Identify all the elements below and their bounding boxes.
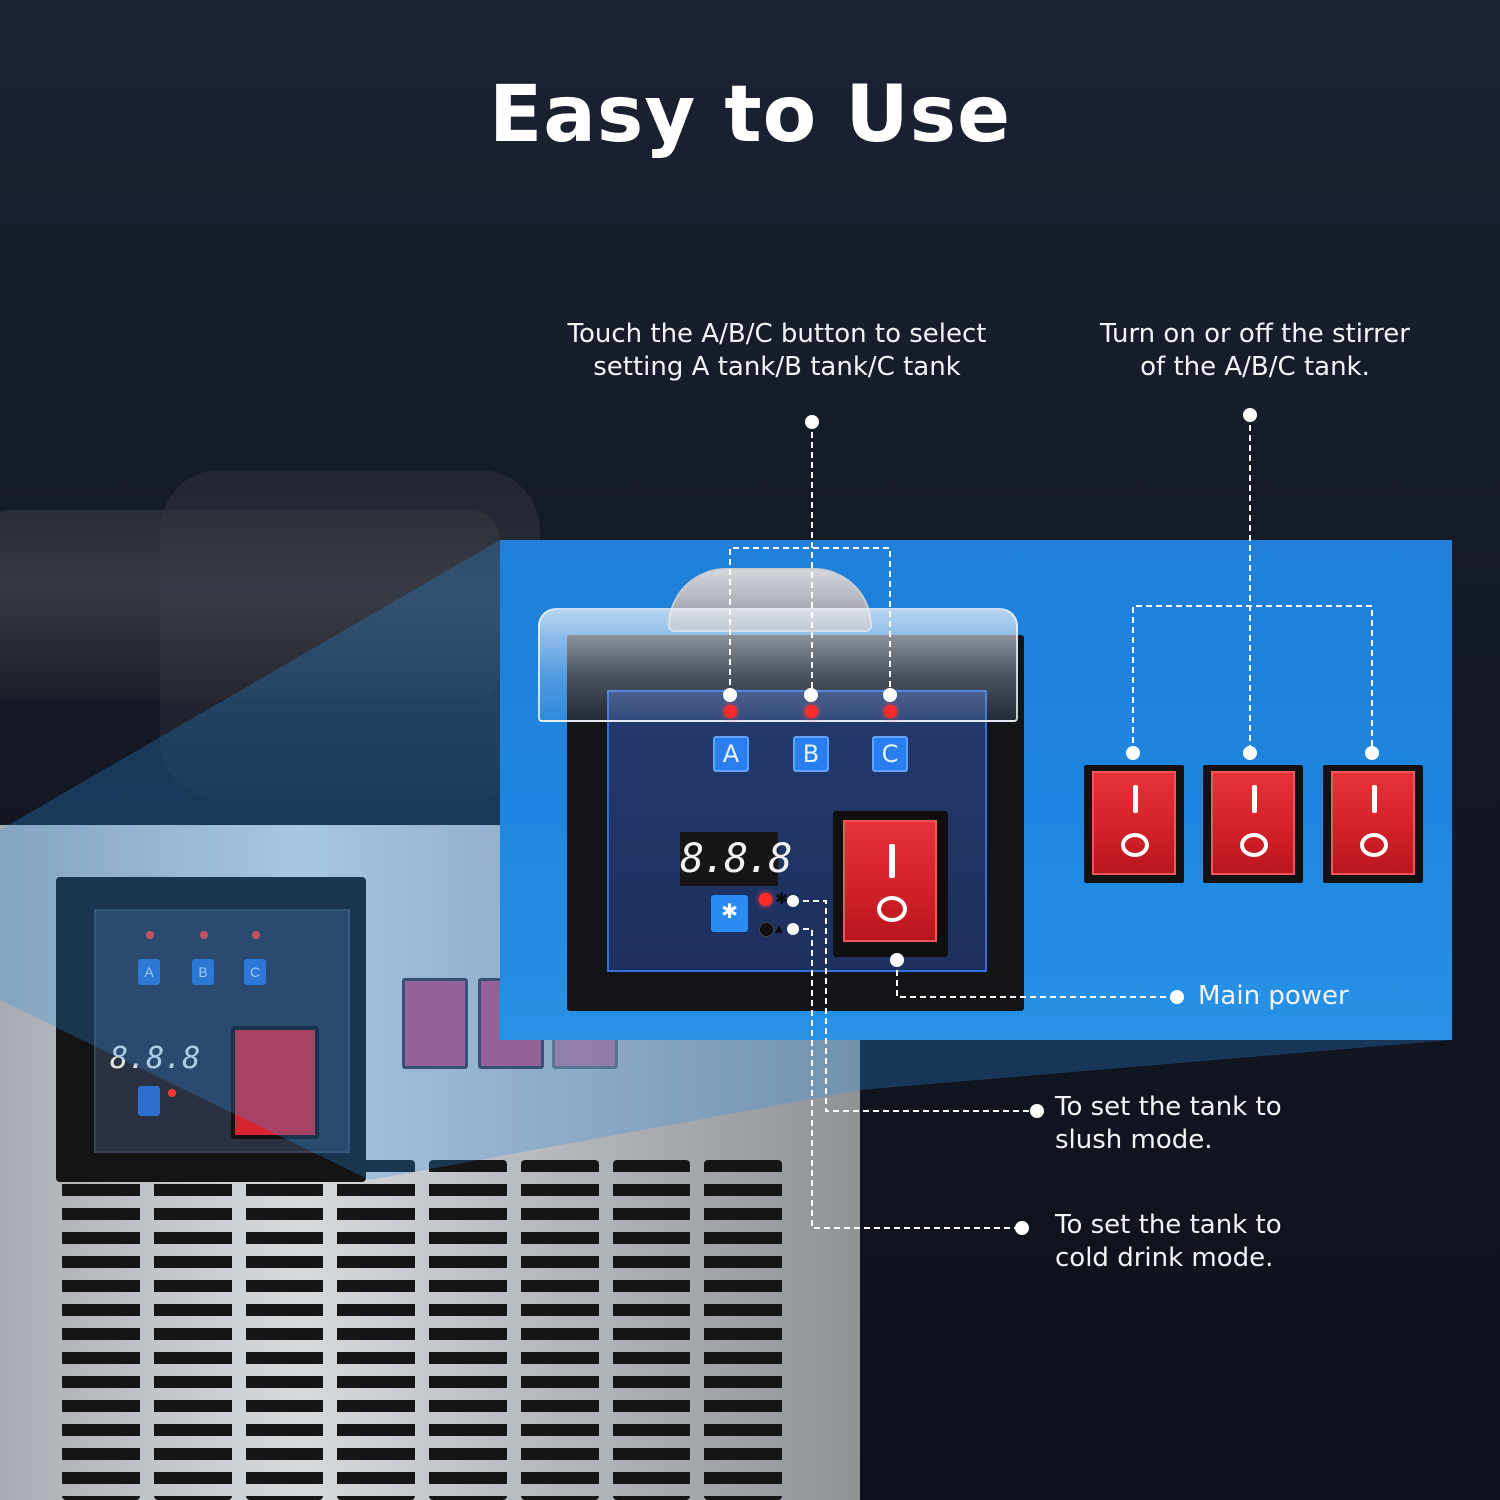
tank-tube [160,470,540,800]
stirrer-switch[interactable] [402,978,468,1069]
off-symbol [1121,833,1149,857]
tank-a-button[interactable]: A [138,959,160,985]
snowflake-icon: ✱ [775,891,789,908]
on-symbol [889,844,895,878]
callout-line: Turn on or off the stirrer [1100,319,1410,349]
main-power-switch[interactable] [231,1026,319,1139]
mode-button[interactable] [138,1086,160,1116]
off-symbol [1360,833,1388,857]
stirrer-switch-c[interactable] [1331,771,1415,875]
slush-mode-led [168,1089,176,1097]
callout-line: To set the tank to [1055,1210,1282,1240]
callout-line: of the A/B/C tank. [1140,352,1370,382]
stirrer-switch-a[interactable] [1092,771,1176,875]
page-title: Easy to Use [488,70,1012,160]
callout-tank-select: Touch the A/B/C button to select setting… [540,318,1014,384]
droplet-icon: ▴ [775,920,784,937]
off-symbol [877,896,907,922]
machine-control-panel: A B C 8.8.8 [56,877,366,1182]
indicator-led [146,931,154,939]
control-panel-face: A B C 8.8.8 [94,909,350,1153]
indicator-led [200,931,208,939]
callout-slush-mode: To set the tank to slush mode. [1055,1091,1282,1157]
main-power-switch[interactable] [843,820,937,942]
snowflake-icon: ✱ [721,901,738,923]
vent-grille [62,1160,782,1500]
tank-b-button[interactable]: B [793,736,829,772]
slush-mode-led [759,893,772,906]
stirrer-switch-b[interactable] [1211,771,1295,875]
tank-c-led [884,705,897,718]
callout-stirrer: Turn on or off the stirrer of the A/B/C … [1070,318,1440,384]
cold-drink-mode-led [759,922,774,937]
callout-line: cold drink mode. [1055,1243,1274,1273]
callout-cold-drink-mode: To set the tank to cold drink mode. [1055,1209,1282,1275]
mode-button[interactable]: ✱ [711,895,748,932]
on-symbol [1133,785,1138,813]
callout-line: slush mode. [1055,1125,1213,1155]
callout-line: Touch the A/B/C button to select [567,319,987,349]
callout-main-power: Main power [1198,980,1349,1013]
temperature-display: 8.8.8 [110,1041,201,1076]
callout-line: To set the tank to [1055,1092,1282,1122]
tank-c-button[interactable]: C [244,959,266,985]
callout-line: setting A tank/B tank/C tank [593,352,961,382]
off-symbol [1240,833,1268,857]
on-symbol [1252,785,1257,813]
tank-a-button[interactable]: A [713,736,749,772]
transparent-cover[interactable] [538,608,1018,722]
tank-a-led [724,705,737,718]
tank-b-led [805,705,818,718]
callout-line: Main power [1198,981,1349,1011]
tank-b-button[interactable]: B [192,959,214,985]
tank-c-button[interactable]: C [872,736,908,772]
indicator-led [252,931,260,939]
temperature-display: 8.8.8 [680,832,792,886]
on-symbol [1372,785,1377,813]
